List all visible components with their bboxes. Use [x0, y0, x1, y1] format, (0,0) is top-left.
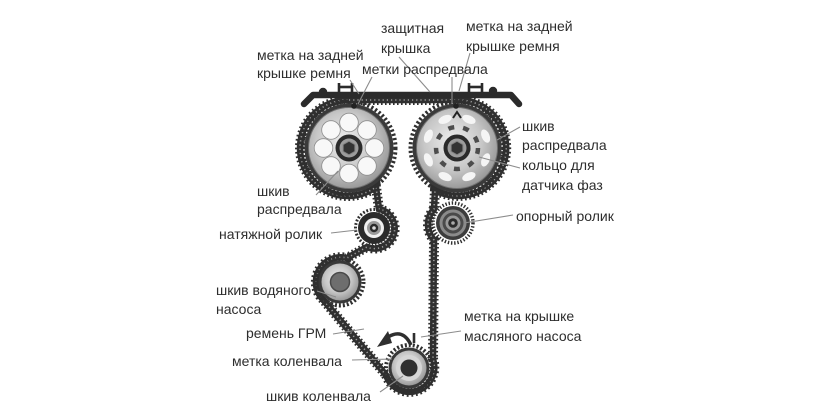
label-crankshaft-mark: метка коленвала: [232, 353, 342, 369]
label-rear-cover-mark-left-2: крышке ремня: [257, 65, 351, 81]
cover-bolt-left: [318, 87, 328, 97]
label-oil-pump-mark-2: масляного насоса: [464, 328, 582, 344]
label-camshaft-pulley-right: шкив: [522, 118, 555, 134]
tensioner-roller: [354, 208, 394, 248]
camshaft-pulley-left: [300, 99, 398, 197]
leader-crankshaft-pulley: [379, 375, 404, 393]
leader-rear-cover-mark-right: [458, 52, 471, 92]
leader-timing-belt: [332, 328, 365, 335]
leader-oil-pump-mark: [420, 330, 462, 338]
label-support-roller: опорный ролик: [516, 208, 615, 224]
leader-camshaft-pulley-left: [315, 170, 339, 196]
pulley-timing-mark: [351, 103, 357, 109]
labels: метка на задней крышке ремня защитная кр…: [216, 18, 615, 404]
pulley-caret-mark: [452, 110, 462, 119]
label-protective-cover: защитная: [381, 20, 444, 36]
sensor-ring-slots-inner: [433, 124, 481, 172]
water-pump-pulley: [314, 256, 366, 308]
protective-cover-bar: [300, 83, 523, 108]
label-phase-sensor-ring-2: датчика фаз: [522, 177, 603, 193]
cover-mark-bracket-right: [467, 83, 484, 93]
lightening-holes: [313, 112, 385, 184]
label-phase-sensor-ring: кольцо для: [522, 157, 595, 173]
leader-protective-cover: [398, 56, 431, 93]
pulley-teeth: [314, 256, 366, 308]
label-camshaft-marks: метки распредвала: [362, 61, 488, 77]
label-camshaft-pulley-left: шкив: [257, 183, 290, 199]
pulley-teeth: [408, 99, 506, 197]
roller-knurl: [431, 201, 475, 245]
belt-body: [296, 96, 510, 395]
leader-water-pump: [316, 290, 337, 298]
label-camshaft-pulley-left-2: распредвала: [257, 201, 342, 217]
label-rear-cover-mark-left: метка на задней: [257, 47, 364, 63]
pulley-timing-mark: [453, 103, 459, 109]
leader-tensioner-roller: [330, 229, 358, 234]
label-rear-cover-mark-right: метка на задней: [466, 18, 573, 34]
arrowhead: [377, 331, 392, 347]
label-timing-belt: ремень ГРМ: [246, 325, 326, 341]
support-roller: [431, 201, 475, 245]
rotation-arrow: [377, 331, 416, 347]
label-rear-cover-mark-right-2: крышке ремня: [466, 38, 560, 54]
hub-bolt-hex: [342, 140, 356, 156]
label-camshaft-pulley-right-2: распредвала: [522, 137, 607, 153]
label-oil-pump-mark: метка на крышке: [464, 308, 574, 324]
pulley-teeth: [300, 99, 398, 197]
cover-mark-bracket-left: [337, 83, 354, 93]
leader-crankshaft-mark: [351, 358, 393, 361]
leader-support-roller: [463, 214, 514, 224]
roller-teeth: [354, 208, 394, 248]
pump-hub: [329, 271, 351, 293]
label-water-pump-2: насоса: [216, 301, 261, 317]
label-protective-cover-2: крышка: [381, 40, 431, 56]
label-water-pump: шкив водяного: [216, 282, 311, 298]
label-crankshaft-pulley: шкив коленвала: [266, 388, 371, 404]
leader-lines: [315, 52, 521, 393]
label-tensioner-roller: натяжной ролик: [219, 226, 323, 242]
timing-belt: [295, 94, 512, 397]
leader-phase-sensor-ring: [478, 156, 521, 169]
cover-bolt-right: [488, 86, 498, 96]
camshaft-pulley-right: [408, 99, 506, 197]
leader-camshaft-pulley-right: [496, 126, 521, 141]
crankshaft-pulley: [384, 343, 434, 393]
hub-bolt-hex: [450, 140, 464, 156]
phase-sensor-slots: [423, 114, 491, 182]
pulley-teeth: [384, 343, 434, 393]
cover-bar: [300, 91, 523, 108]
crank-hub: [400, 359, 418, 377]
leader-camshaft-mark-left: [357, 76, 373, 105]
leader-rear-cover-mark-left: [349, 79, 360, 95]
